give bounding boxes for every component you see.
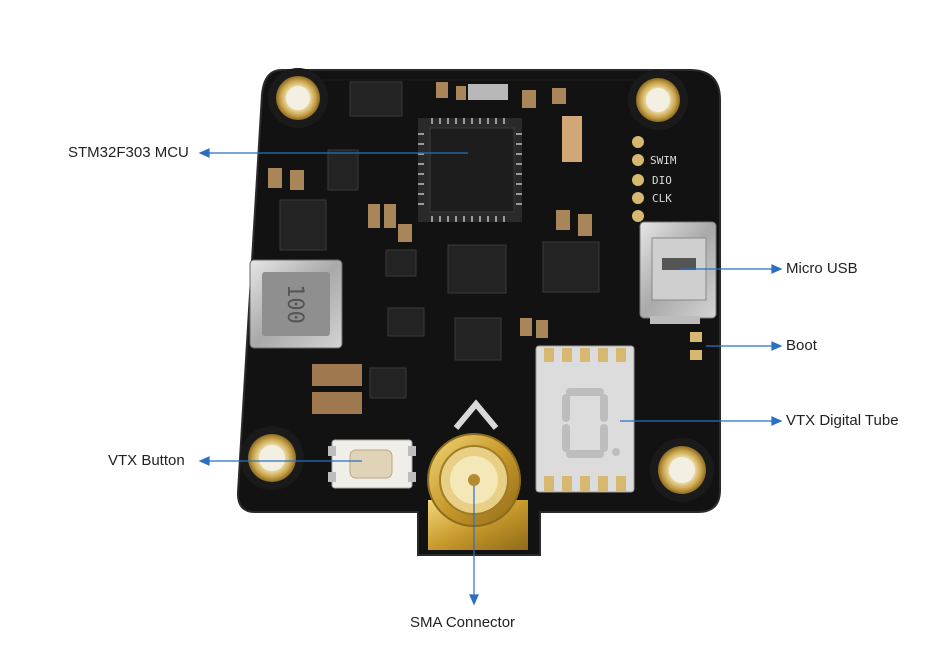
leader-vtx-button-arrow bbox=[198, 456, 210, 466]
mount-hole-bottom-right bbox=[650, 438, 714, 502]
mcu-chip bbox=[418, 118, 522, 222]
sma-connector bbox=[427, 433, 528, 550]
mount-hole-top-left bbox=[268, 68, 328, 128]
vtx-button bbox=[328, 439, 416, 489]
micro-usb-port bbox=[639, 221, 717, 324]
passive-components bbox=[268, 82, 592, 414]
silk-dio: DIO bbox=[652, 174, 672, 187]
silk-swim: SWIM bbox=[650, 154, 677, 167]
leader-lines bbox=[198, 148, 783, 606]
leader-mcu-arrow bbox=[198, 148, 210, 158]
mount-hole-bottom-left bbox=[240, 426, 304, 490]
direction-chevron bbox=[453, 399, 499, 430]
label-micro-usb: Micro USB bbox=[786, 260, 858, 277]
label-boot: Boot bbox=[786, 337, 817, 354]
leader-sma-arrow bbox=[469, 594, 479, 606]
inductor: 100 bbox=[249, 259, 343, 349]
label-vtx-button: VTX Button bbox=[108, 452, 185, 469]
silk-clk: CLK bbox=[652, 192, 672, 205]
label-sma-connector: SMA Connector bbox=[410, 614, 516, 631]
svg-text:100: 100 bbox=[282, 284, 307, 324]
leader-boot-arrow bbox=[771, 341, 783, 351]
digital-tube bbox=[535, 345, 635, 493]
mount-hole-top-right bbox=[628, 70, 688, 130]
silkscreen-labels: SWIM DIO CLK bbox=[650, 154, 677, 205]
leader-usb-arrow bbox=[771, 264, 783, 274]
label-stm32-mcu: STM32F303 MCU bbox=[68, 144, 189, 161]
small-chips bbox=[279, 81, 600, 399]
programming-pads bbox=[632, 136, 644, 222]
boot-pads bbox=[690, 332, 702, 360]
leader-vtx-tube-arrow bbox=[771, 416, 783, 426]
label-vtx-digital-tube: VTX Digital Tube bbox=[786, 412, 899, 429]
